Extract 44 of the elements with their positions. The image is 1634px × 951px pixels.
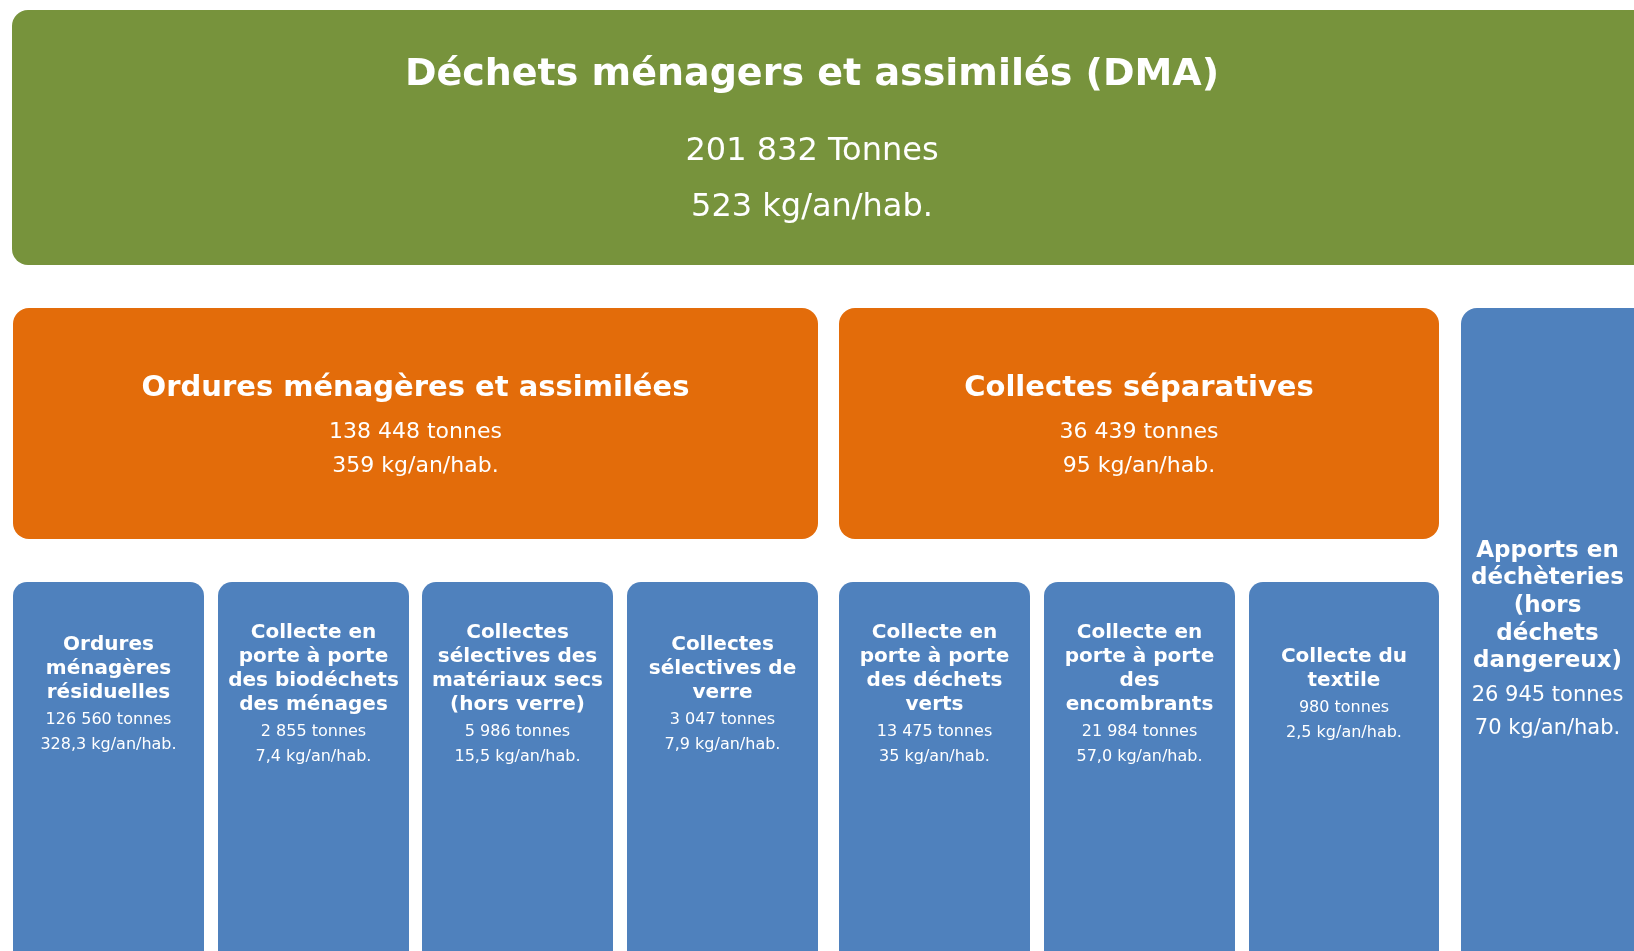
value-text: 26 945 tonnes <box>1471 681 1624 707</box>
subcategory-box <box>839 582 1030 951</box>
value-text: 138 448 tonnes <box>329 417 502 444</box>
subcategory-box <box>627 582 818 951</box>
heading: Collecte du textile <box>1279 642 1409 691</box>
heading: Collectes sélectives des matériaux secs (hors verre) <box>431 618 604 715</box>
value-text: 328,3 kg/an/hab. <box>40 734 177 754</box>
value-text: 980 tonnes <box>1298 696 1390 716</box>
heading: Déchets ménagers et assimilés (DMA) <box>404 50 1220 96</box>
heading: Collectes sélectives de verre <box>647 630 798 703</box>
subcategory-box <box>1249 582 1439 951</box>
value-text: 126 560 tonnes <box>45 708 172 728</box>
value-text: 523 kg/an/hab. <box>691 186 933 225</box>
category-box <box>1461 308 1634 951</box>
value-text: 7,9 kg/an/hab. <box>664 734 781 754</box>
value-text: 57,0 kg/an/hab. <box>1076 746 1203 766</box>
value-text: 95 kg/an/hab. <box>1062 451 1216 479</box>
subcategory-box <box>218 582 409 951</box>
heading: Apports en déchèteries (hors déchets dangereux) <box>1470 535 1625 674</box>
summary-box <box>12 10 1634 265</box>
value-text: 35 kg/an/hab. <box>879 746 990 766</box>
value-text: 2 855 tonnes <box>260 720 367 740</box>
heading: Collecte en porte à porte des biodéchets des ménages <box>227 618 400 715</box>
value-text: 7,4 kg/an/hab. <box>255 746 372 766</box>
category-box <box>13 308 818 539</box>
subcategory-box <box>422 582 613 951</box>
heading: Collecte en porte à porte des déchets verts <box>858 618 1011 715</box>
value-text: 201 832 Tonnes <box>685 129 939 169</box>
value-text: 15,5 kg/an/hab. <box>454 746 581 766</box>
subcategory-box <box>1044 582 1235 951</box>
heading: Collecte en porte à porte des encombrants <box>1063 618 1216 715</box>
value-text: 70 kg/an/hab. <box>1474 715 1621 741</box>
value-text: 359 kg/an/hab. <box>332 451 499 479</box>
heading: Collectes séparatives <box>964 368 1314 404</box>
value-text: 21 984 tonnes <box>1081 720 1198 740</box>
value-text: 5 986 tonnes <box>464 720 571 740</box>
value-text: 3 047 tonnes <box>669 708 776 728</box>
value-text: 13 475 tonnes <box>876 720 993 740</box>
value-text: 2,5 kg/an/hab. <box>1286 722 1402 742</box>
heading: Ordures ménagères résiduelles <box>44 630 173 703</box>
subcategory-box <box>13 582 204 951</box>
value-text: 36 439 tonnes <box>1059 417 1219 444</box>
category-box <box>839 308 1439 539</box>
heading: Ordures ménagères et assimilées <box>141 368 690 404</box>
